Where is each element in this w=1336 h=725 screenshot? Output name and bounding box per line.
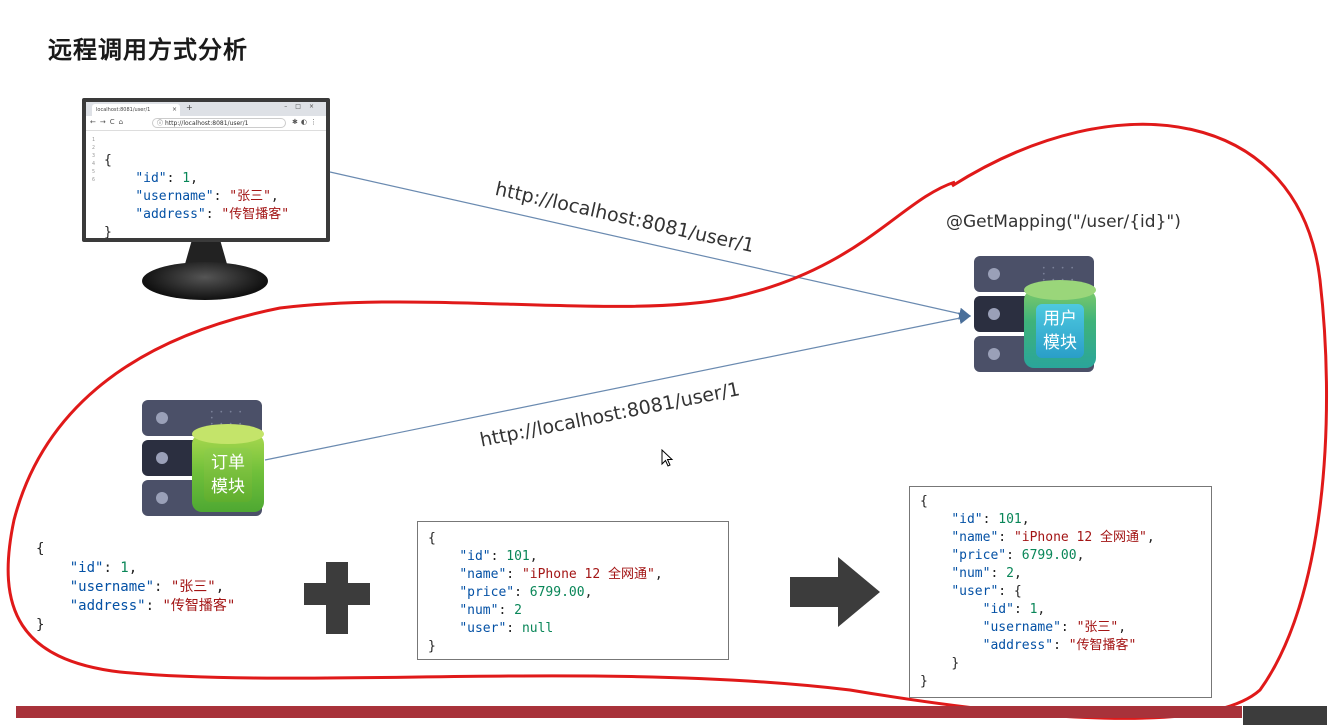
- json-id: 1: [120, 560, 129, 576]
- json-id: 101: [998, 512, 1022, 527]
- json-id: 101: [506, 549, 530, 564]
- user-module-server: • • • • •• • • • • 用户 模块: [974, 256, 1096, 376]
- user-module-label: 用户 模块: [1036, 304, 1084, 358]
- json-user-address: "传智播客": [1068, 638, 1137, 653]
- database-cylinder: 用户 模块: [1024, 280, 1096, 368]
- tab-bar: localhost:8081/user/1 × + –□×: [86, 102, 326, 116]
- label-line: 模块: [1043, 333, 1077, 353]
- address-bar: ←→C⌂ ⓘ http://localhost:8081/user/1 ✱◐⋮: [86, 116, 326, 131]
- json-num: 2: [514, 603, 522, 618]
- order-module-server: • • • • •• • • • • 订单 模块: [142, 400, 264, 520]
- database-cylinder: 订单 模块: [192, 424, 264, 512]
- json-address: "传智播客": [162, 598, 236, 614]
- label-line: 订单: [211, 453, 245, 473]
- extension-icons[interactable]: ✱◐⋮: [292, 118, 320, 126]
- json-username: "张三": [229, 189, 271, 204]
- browser-window: localhost:8081/user/1 × + –□× ←→C⌂ ⓘ htt…: [86, 102, 326, 238]
- order-json-box: { "id": 101, "name": "iPhone 12 全网通", "p…: [417, 521, 729, 660]
- user-json: { "id": 1, "username": "张三", "address": …: [36, 541, 236, 633]
- json-username: "张三": [170, 579, 216, 595]
- label-line: 模块: [211, 477, 245, 497]
- json-price: 6799.00: [529, 585, 585, 600]
- json-address: "传智播客": [221, 207, 290, 222]
- browser-json: { "id": 1, "username": "张三", "address": …: [104, 153, 290, 238]
- get-mapping-annotation: @GetMapping("/user/{id}"): [946, 212, 1181, 232]
- json-user-username: "张三": [1076, 620, 1119, 635]
- json-user-id: 1: [1029, 602, 1038, 617]
- json-user: null: [521, 621, 554, 636]
- json-name: "iPhone 12 全网通": [1013, 530, 1147, 545]
- label-line: 用户: [1043, 309, 1077, 329]
- monitor-neck: [185, 242, 227, 264]
- monitor-stand: [142, 262, 268, 300]
- footer-block: [1243, 706, 1327, 725]
- red-annotation-outline: [6, 122, 1328, 720]
- json-name: "iPhone 12 全网通": [521, 567, 655, 582]
- line-numbers: 1 2 3 4 5 6: [92, 137, 96, 183]
- plus-vertical: [326, 562, 348, 634]
- mouse-cursor-icon: [661, 449, 674, 467]
- url-text: http://localhost:8081/user/1: [164, 120, 249, 127]
- browser-tab[interactable]: localhost:8081/user/1 ×: [92, 104, 180, 116]
- browser-monitor: localhost:8081/user/1 × + –□× ←→C⌂ ⓘ htt…: [82, 98, 330, 242]
- new-tab-icon[interactable]: +: [186, 103, 193, 112]
- nav-icons[interactable]: ←→C⌂: [90, 118, 128, 126]
- json-num: 2: [1006, 566, 1014, 581]
- order-module-label: 订单 模块: [204, 448, 252, 502]
- arrow-browser-to-user: [329, 171, 972, 320]
- arrow-order-to-user: [264, 312, 972, 461]
- json-id: 1: [182, 171, 191, 186]
- result-json: { "id": 101, "name": "iPhone 12 全网通", "p…: [920, 494, 1155, 689]
- tab-title: localhost:8081/user/1: [96, 107, 151, 113]
- page-title: 远程调用方式分析: [48, 36, 248, 64]
- url-field[interactable]: ⓘ http://localhost:8081/user/1: [152, 118, 286, 128]
- close-icon[interactable]: ×: [171, 106, 177, 113]
- info-icon: ⓘ: [157, 120, 164, 127]
- result-arrow: [790, 557, 880, 627]
- order-json: { "id": 101, "name": "iPhone 12 全网通", "p…: [428, 531, 663, 654]
- window-controls[interactable]: –□×: [284, 103, 322, 110]
- result-json-box: { "id": 101, "name": "iPhone 12 全网通", "p…: [909, 486, 1212, 698]
- footer-bar: [16, 706, 1242, 718]
- json-price: 6799.00: [1021, 548, 1077, 563]
